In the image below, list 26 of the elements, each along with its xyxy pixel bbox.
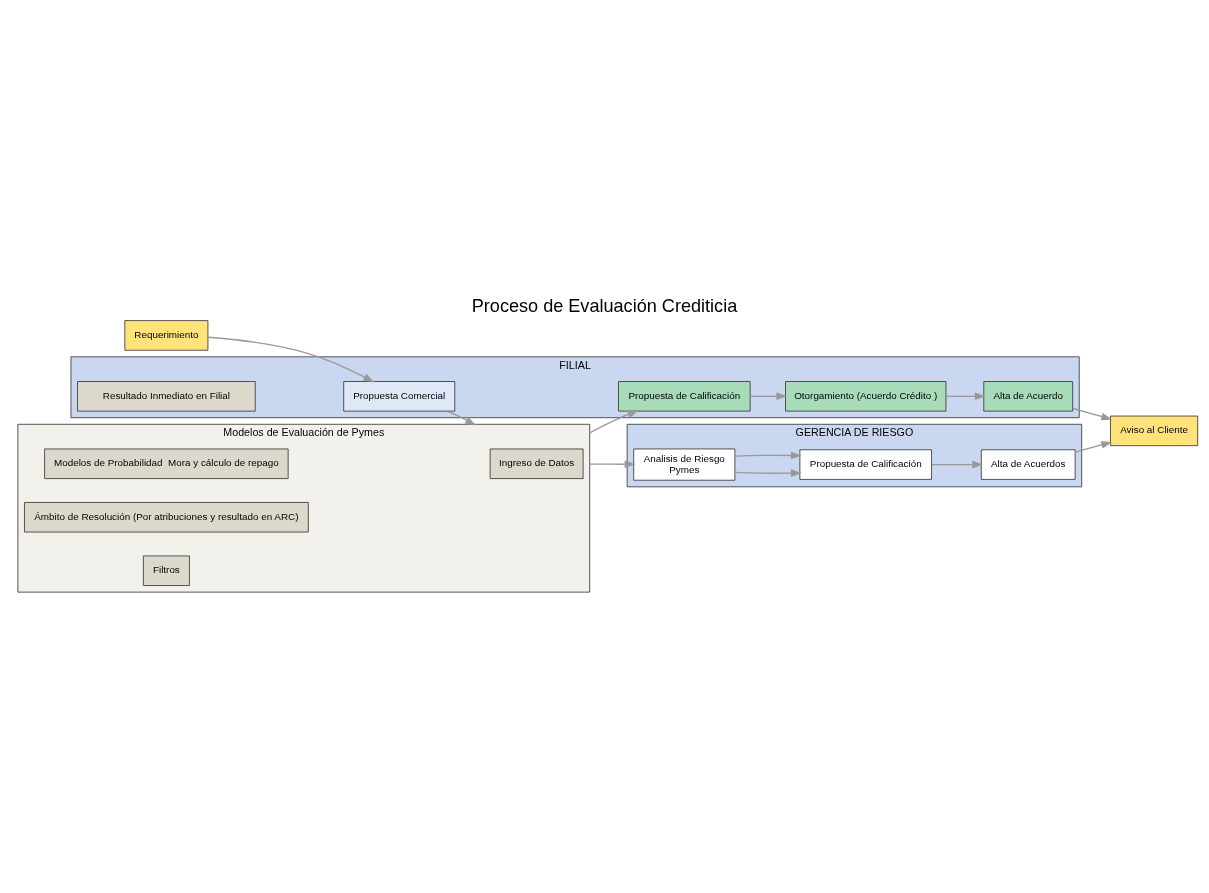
arrow [589, 410, 639, 434]
arrow [446, 410, 476, 426]
arrow [1074, 441, 1113, 453]
node-box: Ámbito de Resolución (Por atribuciones y resultado en ARC) [24, 502, 309, 533]
diagram-title: Proceso de Evaluación Crediticia [471, 296, 738, 317]
node-box: Propuesta de Calificación [618, 381, 751, 412]
node-box: Aviso al Cliente [1110, 415, 1199, 447]
arrow [931, 460, 984, 469]
node-box: Alta de Acuerdo [983, 381, 1074, 412]
node-box: Ingreso de Datos [489, 448, 584, 479]
arrow [589, 460, 636, 469]
arrow [207, 336, 375, 383]
node-box: Resultado Inmediato en Filial [77, 381, 256, 412]
node-box: Modelos de Probabilidad Mora y cálculo de repago [44, 448, 289, 479]
node-box: Alta de Acuerdos [980, 449, 1076, 480]
arrow [734, 469, 802, 477]
node-box: Otorgamiento (Acuerdo Crédito ) [785, 381, 947, 412]
node-box: Propuesta de Calificación [799, 449, 932, 480]
node-box: Analisis de Riesgo Pymes [633, 448, 736, 481]
node-box: Propuesta Comercial [343, 381, 456, 412]
arrow [945, 392, 986, 401]
node-box: Requerimiento [124, 320, 209, 351]
arrow [734, 451, 802, 460]
arrow [749, 392, 788, 401]
node-box: Filtros [142, 555, 190, 586]
arrow [1072, 407, 1113, 421]
